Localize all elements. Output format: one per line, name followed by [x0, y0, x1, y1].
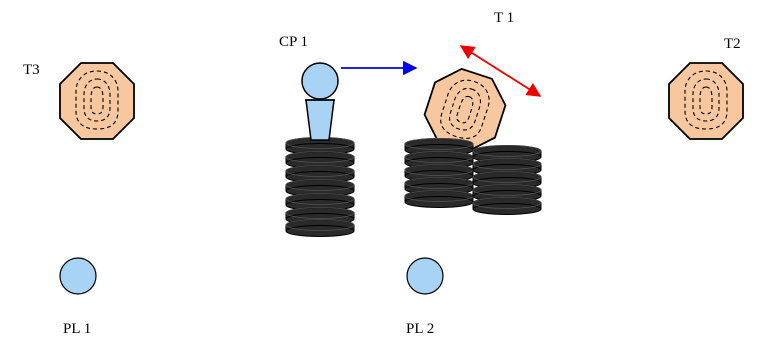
disc-stack-pl2-left: [404, 138, 474, 208]
label-t2: T2: [724, 36, 741, 52]
gripper-cp1: [301, 62, 339, 141]
label-cp1: CP 1: [279, 34, 309, 50]
disc-stack-pl2-right: [472, 145, 542, 215]
rotate-arrow: [459, 45, 542, 97]
label-t3: T3: [23, 62, 40, 78]
target-t3: [59, 62, 135, 140]
place-pl1: [59, 257, 97, 295]
label-pl1: PL 1: [63, 321, 92, 337]
label-t1: T 1: [494, 10, 515, 26]
disc-stack-cp1: [285, 137, 355, 237]
place-pl2: [406, 257, 444, 295]
target-t2: [668, 62, 744, 140]
label-pl2: PL 2: [406, 321, 435, 337]
